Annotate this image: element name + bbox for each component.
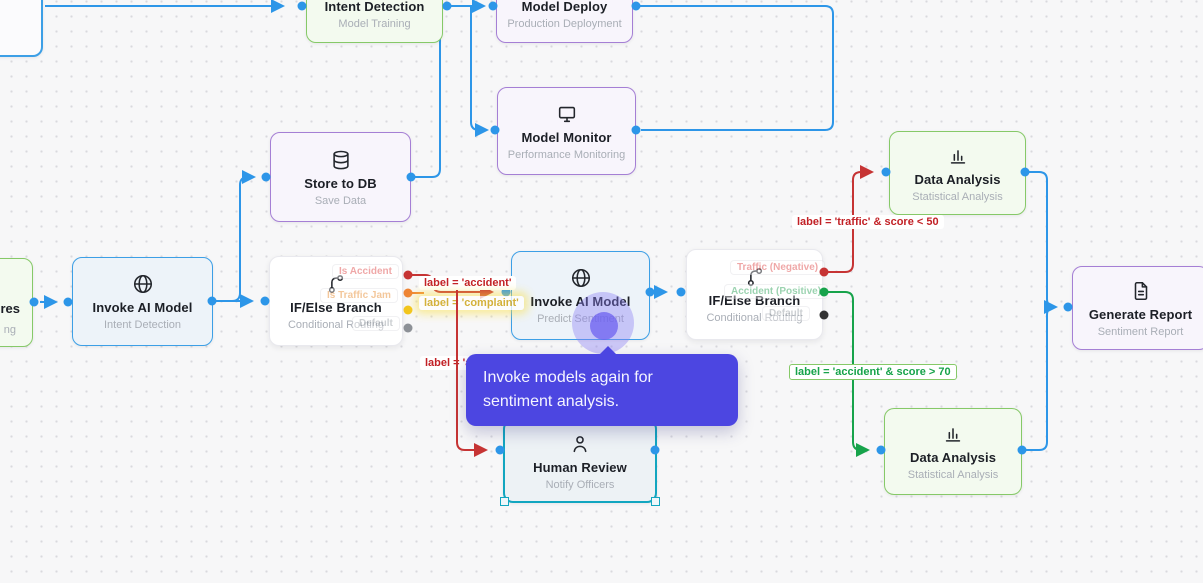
node-if-else-branch-2[interactable]: IF/Else Branch Conditional Routing bbox=[686, 249, 823, 340]
edge-data-analysis-top-to-generate-report[interactable] bbox=[1027, 171, 1058, 314]
bar-chart-icon bbox=[947, 144, 969, 168]
node-title: Intent Detection bbox=[324, 0, 425, 14]
node-title: Generate Report bbox=[1088, 306, 1193, 322]
resize-handle[interactable] bbox=[651, 497, 660, 506]
condition-chip: Default bbox=[352, 316, 400, 331]
node-clipped-top-left[interactable] bbox=[0, 0, 43, 57]
condition-chip: Is Accident bbox=[332, 264, 399, 279]
edge-data-analysis-bottom-to-generate-report[interactable] bbox=[1024, 306, 1056, 451]
node-subtitle-fragment: ng bbox=[3, 324, 16, 336]
resize-handle[interactable] bbox=[500, 497, 509, 506]
node-intent-detection[interactable]: Intent Detection Model Training bbox=[306, 0, 443, 43]
node-title: Data Analysis bbox=[914, 171, 1001, 187]
agent-tooltip: Invoke models again for sentiment analys… bbox=[466, 346, 738, 426]
node-subtitle: Save Data bbox=[314, 194, 367, 207]
node-subtitle: Sentiment Report bbox=[1097, 325, 1184, 338]
handle-complaint[interactable] bbox=[403, 305, 413, 315]
node-title: Invoke AI Model bbox=[530, 294, 631, 309]
handle-default[interactable] bbox=[403, 323, 413, 333]
tooltip-line-2: sentiment analysis. bbox=[483, 393, 620, 410]
node-invoke-ai-model-1[interactable]: Invoke AI Model Intent Detection bbox=[72, 257, 213, 346]
monitor-icon bbox=[556, 102, 578, 126]
globe-icon bbox=[570, 266, 592, 290]
node-model-deploy[interactable]: Model Deploy Production Deployment bbox=[496, 0, 633, 43]
condition-chip: Is Traffic Jam bbox=[320, 288, 398, 303]
edge-intent-detection-to-model-monitor[interactable] bbox=[470, 6, 489, 137]
node-clipped-left[interactable]: res ng bbox=[0, 258, 33, 347]
database-icon bbox=[330, 148, 352, 172]
handle-traffic-jam[interactable] bbox=[403, 288, 413, 298]
node-subtitle: Notify Officers bbox=[545, 478, 615, 491]
node-title: Invoke AI Model bbox=[92, 300, 193, 315]
node-invoke-ai-model-2[interactable]: Invoke AI Model Predict Sentiment bbox=[511, 251, 650, 340]
node-subtitle: Production Deployment bbox=[507, 18, 622, 30]
node-title-fragment: res bbox=[0, 301, 20, 316]
handle[interactable] bbox=[676, 287, 686, 297]
node-if-else-branch-1[interactable]: IF/Else Branch Conditional Routing bbox=[269, 256, 403, 346]
branch-icon bbox=[744, 265, 766, 289]
node-store-to-db[interactable]: Store to DB Save Data bbox=[270, 132, 411, 222]
bar-chart-icon bbox=[942, 422, 964, 446]
edge-label-accident-score[interactable]: label = 'accident' & score > 70 bbox=[789, 364, 957, 380]
node-title: Store to DB bbox=[304, 175, 377, 191]
node-subtitle: Conditional Routing bbox=[287, 318, 384, 331]
click-indicator-inner bbox=[590, 312, 618, 340]
user-icon bbox=[569, 432, 591, 456]
node-data-analysis-top[interactable]: Data Analysis Statistical Analysis bbox=[889, 131, 1026, 215]
edge-invoke-ai-1-to-store-to-db[interactable] bbox=[214, 170, 256, 302]
file-text-icon bbox=[1130, 279, 1152, 303]
node-subtitle: Intent Detection bbox=[103, 319, 182, 331]
node-model-monitor[interactable]: Model Monitor Performance Monitoring bbox=[497, 87, 636, 175]
globe-icon bbox=[132, 272, 154, 296]
handle-accident[interactable] bbox=[403, 270, 413, 280]
handle[interactable] bbox=[442, 1, 452, 11]
edge-label-traffic-score[interactable]: label = 'traffic' & score < 50 bbox=[792, 215, 944, 229]
node-subtitle: Conditional Routing bbox=[706, 312, 803, 324]
condition-chip: Accident (Positive) bbox=[724, 284, 829, 299]
tooltip-line-1: Invoke models again for bbox=[483, 369, 653, 386]
condition-chip: Default bbox=[762, 306, 810, 321]
node-title: IF/Else Branch bbox=[290, 299, 382, 315]
edge-model-deploy-to-model-monitor[interactable] bbox=[639, 5, 834, 131]
edge-label-complaint[interactable]: label = 'complaint' bbox=[419, 296, 524, 310]
condition-chip: Traffic (Negative) bbox=[730, 260, 826, 275]
branch-icon bbox=[325, 272, 347, 296]
node-title: Model Monitor bbox=[521, 129, 612, 145]
node-human-review[interactable]: Human Review Notify Officers bbox=[500, 416, 660, 506]
node-data-analysis-bottom[interactable]: Data Analysis Statistical Analysis bbox=[884, 408, 1022, 495]
node-subtitle: Statistical Analysis bbox=[907, 469, 999, 481]
tooltip-arrow bbox=[599, 346, 617, 355]
node-title: Human Review bbox=[533, 459, 627, 475]
node-title: IF/Else Branch bbox=[708, 293, 801, 308]
node-generate-report[interactable]: Generate Report Sentiment Report bbox=[1072, 266, 1203, 350]
node-subtitle: Model Training bbox=[338, 18, 411, 30]
node-subtitle: Statistical Analysis bbox=[912, 190, 1003, 203]
node-subtitle: Performance Monitoring bbox=[507, 148, 626, 161]
edge-label-accident[interactable]: label = 'accident' bbox=[419, 276, 517, 290]
node-title: Data Analysis bbox=[909, 450, 997, 465]
node-title: Model Deploy bbox=[521, 0, 608, 14]
